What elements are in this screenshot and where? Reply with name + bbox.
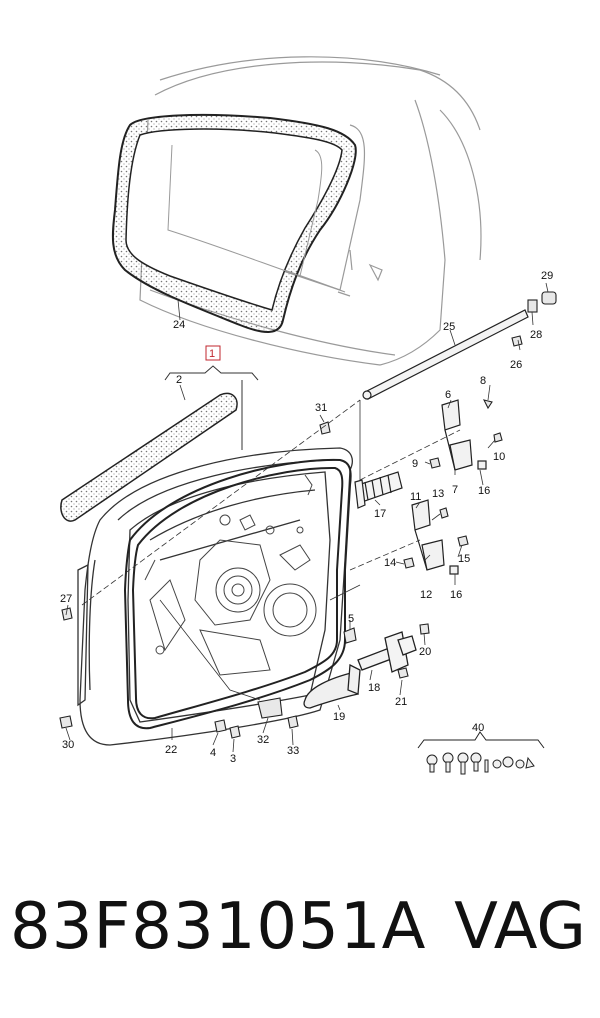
callout-16b: 16 [450, 589, 462, 601]
callout-40: 40 [472, 722, 484, 734]
rod [362, 309, 529, 400]
window-channel-strip [60, 392, 238, 522]
fastener-kit [417, 731, 545, 775]
part-number: 83F831051A [10, 890, 427, 964]
callout-3: 3 [230, 753, 236, 765]
fasteners [59, 291, 557, 739]
callout-22: 22 [165, 744, 177, 756]
door-inner-mechanism [144, 474, 317, 676]
callout-11: 11 [410, 491, 421, 503]
callout-18: 18 [368, 682, 380, 694]
parts-diagram: 1 [59, 56, 557, 775]
callout-2: 2 [176, 374, 182, 386]
upper-hinge [441, 399, 487, 471]
lower-hinge [411, 499, 459, 575]
callout-32: 32 [257, 734, 269, 746]
group-label-box [205, 345, 221, 361]
handle-trim [303, 663, 361, 709]
callout-28: 28 [530, 329, 542, 341]
group-bracket [164, 365, 259, 450]
rear-door-seal [111, 113, 357, 333]
callout-33: 33 [287, 745, 299, 757]
callout-7: 7 [452, 484, 458, 496]
callout-12: 12 [420, 589, 432, 601]
callout-6: 6 [445, 389, 451, 401]
callout-16a: 16 [478, 485, 490, 497]
callout-26: 26 [510, 359, 522, 371]
front-door-seal [123, 458, 352, 730]
callout-17: 17 [374, 508, 386, 520]
callout-15: 15 [458, 553, 470, 565]
callout-5: 5 [348, 613, 354, 625]
callout-24: 24 [173, 319, 185, 331]
callout-4: 4 [210, 747, 216, 759]
callout-14: 14 [384, 557, 396, 569]
callout-9: 9 [412, 458, 418, 470]
callout-8: 8 [480, 375, 486, 387]
callout-21: 21 [395, 696, 407, 708]
callout-31: 31 [315, 402, 327, 414]
callout-30: 30 [62, 739, 74, 751]
door-check-strap [357, 631, 417, 673]
callout-19: 19 [333, 711, 345, 723]
caption: 83F831051A VAG [0, 890, 600, 990]
brand-name: VAG [454, 890, 586, 964]
callout-20: 20 [419, 646, 431, 658]
leader-lines [65, 282, 549, 753]
callout-13: 13 [432, 488, 444, 500]
group-label: 1 [209, 348, 215, 360]
callout-10: 10 [493, 451, 505, 463]
callout-29: 29 [541, 270, 553, 282]
callout-27: 27 [60, 593, 72, 605]
lock-cylinder [354, 471, 403, 509]
callout-25: 25 [443, 321, 455, 333]
